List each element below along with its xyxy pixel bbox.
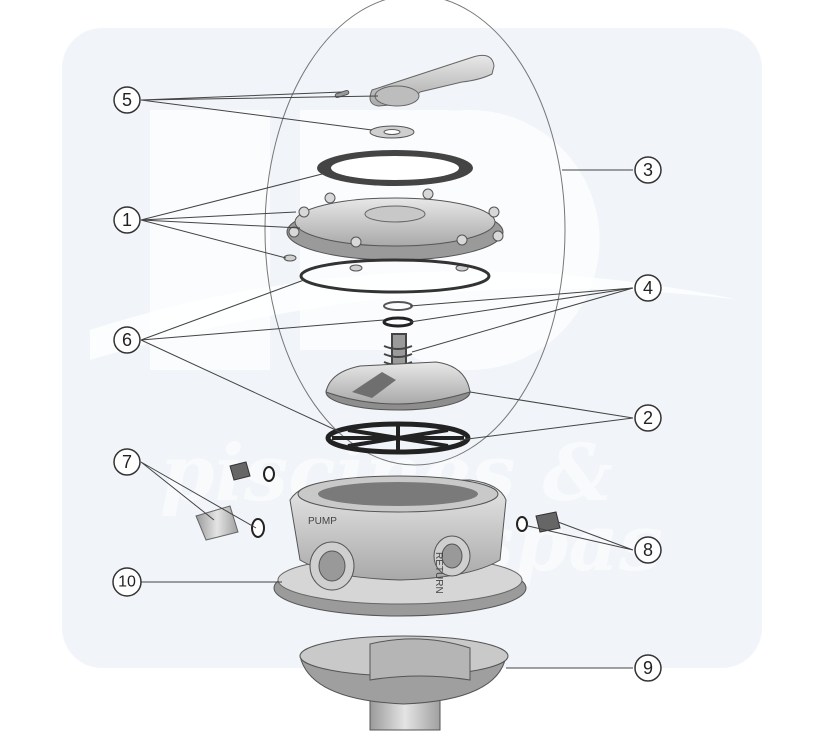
diffuser [299, 635, 509, 731]
callout-label: 10 [118, 574, 136, 591]
callout-circle [634, 404, 662, 432]
return-port-bore [441, 543, 463, 569]
leader-1 [140, 171, 331, 259]
leader-7 [140, 461, 257, 529]
right-fittings [516, 511, 561, 533]
callout-circle [634, 274, 662, 302]
callout-label: 9 [643, 658, 653, 678]
callout-label: 2 [643, 408, 653, 428]
callout-circle [113, 86, 141, 114]
callout-circle [113, 448, 141, 476]
top-gasket-inner [331, 156, 459, 180]
cover-bolts [288, 188, 504, 248]
leader-2 [459, 391, 634, 441]
drain-washer [251, 518, 265, 538]
callout-circle [634, 156, 662, 184]
cover-o-ring [299, 258, 491, 294]
callout-circle [113, 326, 141, 354]
bolt [488, 206, 500, 218]
watermark-swoosh [90, 271, 740, 360]
rotor [325, 361, 471, 411]
rotor-vane [352, 372, 396, 398]
callout-4: 4 [634, 274, 662, 302]
valve-body-opening [318, 482, 478, 506]
spider-gasket [325, 421, 471, 455]
pump-marking: PUMP [308, 516, 337, 527]
spring-coil [383, 345, 413, 374]
spider-gasket-spokes [332, 426, 464, 450]
spider-gasket-rim [325, 421, 471, 455]
nut [349, 264, 363, 272]
callout-10: 10 [112, 567, 142, 597]
valve-body: PUMP RETURN [289, 475, 507, 594]
diffuser-scoop [369, 638, 471, 681]
plug-fitting-small [229, 461, 251, 481]
bolt [298, 206, 310, 218]
callout-label: 5 [122, 90, 132, 110]
bolt [288, 226, 300, 238]
handle-assembly [334, 54, 495, 139]
callout-circle [634, 536, 662, 564]
internal-parts-ellipse [264, 0, 566, 466]
callout-circle [113, 206, 141, 234]
callout-7: 7 [113, 448, 141, 476]
callout-label: 1 [122, 210, 132, 230]
callout-6: 6 [113, 326, 141, 354]
leader-8 [527, 521, 634, 551]
callout-circle [112, 567, 142, 597]
callout-1: 1 [113, 206, 141, 234]
pump-port-bore [318, 550, 346, 582]
leader-4 [409, 287, 634, 353]
callout-label: 3 [643, 160, 653, 180]
leader-lines [140, 91, 634, 669]
right-washer [516, 516, 528, 532]
bolt [492, 230, 504, 242]
callout-5: 5 [113, 86, 141, 114]
callout-circle [634, 654, 662, 682]
bolt [324, 192, 336, 204]
valve-cover [283, 188, 504, 272]
return-marking: RETURN [433, 552, 444, 594]
bolt [422, 188, 434, 200]
top-gasket [317, 150, 473, 186]
callout-3: 3 [634, 156, 662, 184]
bolt [456, 234, 468, 246]
callout-label: 6 [122, 330, 132, 350]
callouts: 5 1 6 7 10 3 4 2 [112, 86, 662, 682]
handle-grip [374, 85, 420, 107]
nut [283, 254, 297, 262]
callout-label: 4 [643, 278, 653, 298]
callout-label: 8 [643, 540, 653, 560]
callout-2: 2 [634, 404, 662, 432]
cover-hub [364, 205, 426, 223]
plug-washer-small [263, 466, 275, 482]
handle-washer-hole [383, 129, 401, 135]
leader-6 [140, 279, 385, 433]
callout-9: 9 [634, 654, 662, 682]
right-plug [535, 511, 561, 533]
leader-5 [140, 91, 379, 131]
bolt [350, 236, 362, 248]
callout-8: 8 [634, 536, 662, 564]
callout-label: 7 [122, 452, 132, 472]
